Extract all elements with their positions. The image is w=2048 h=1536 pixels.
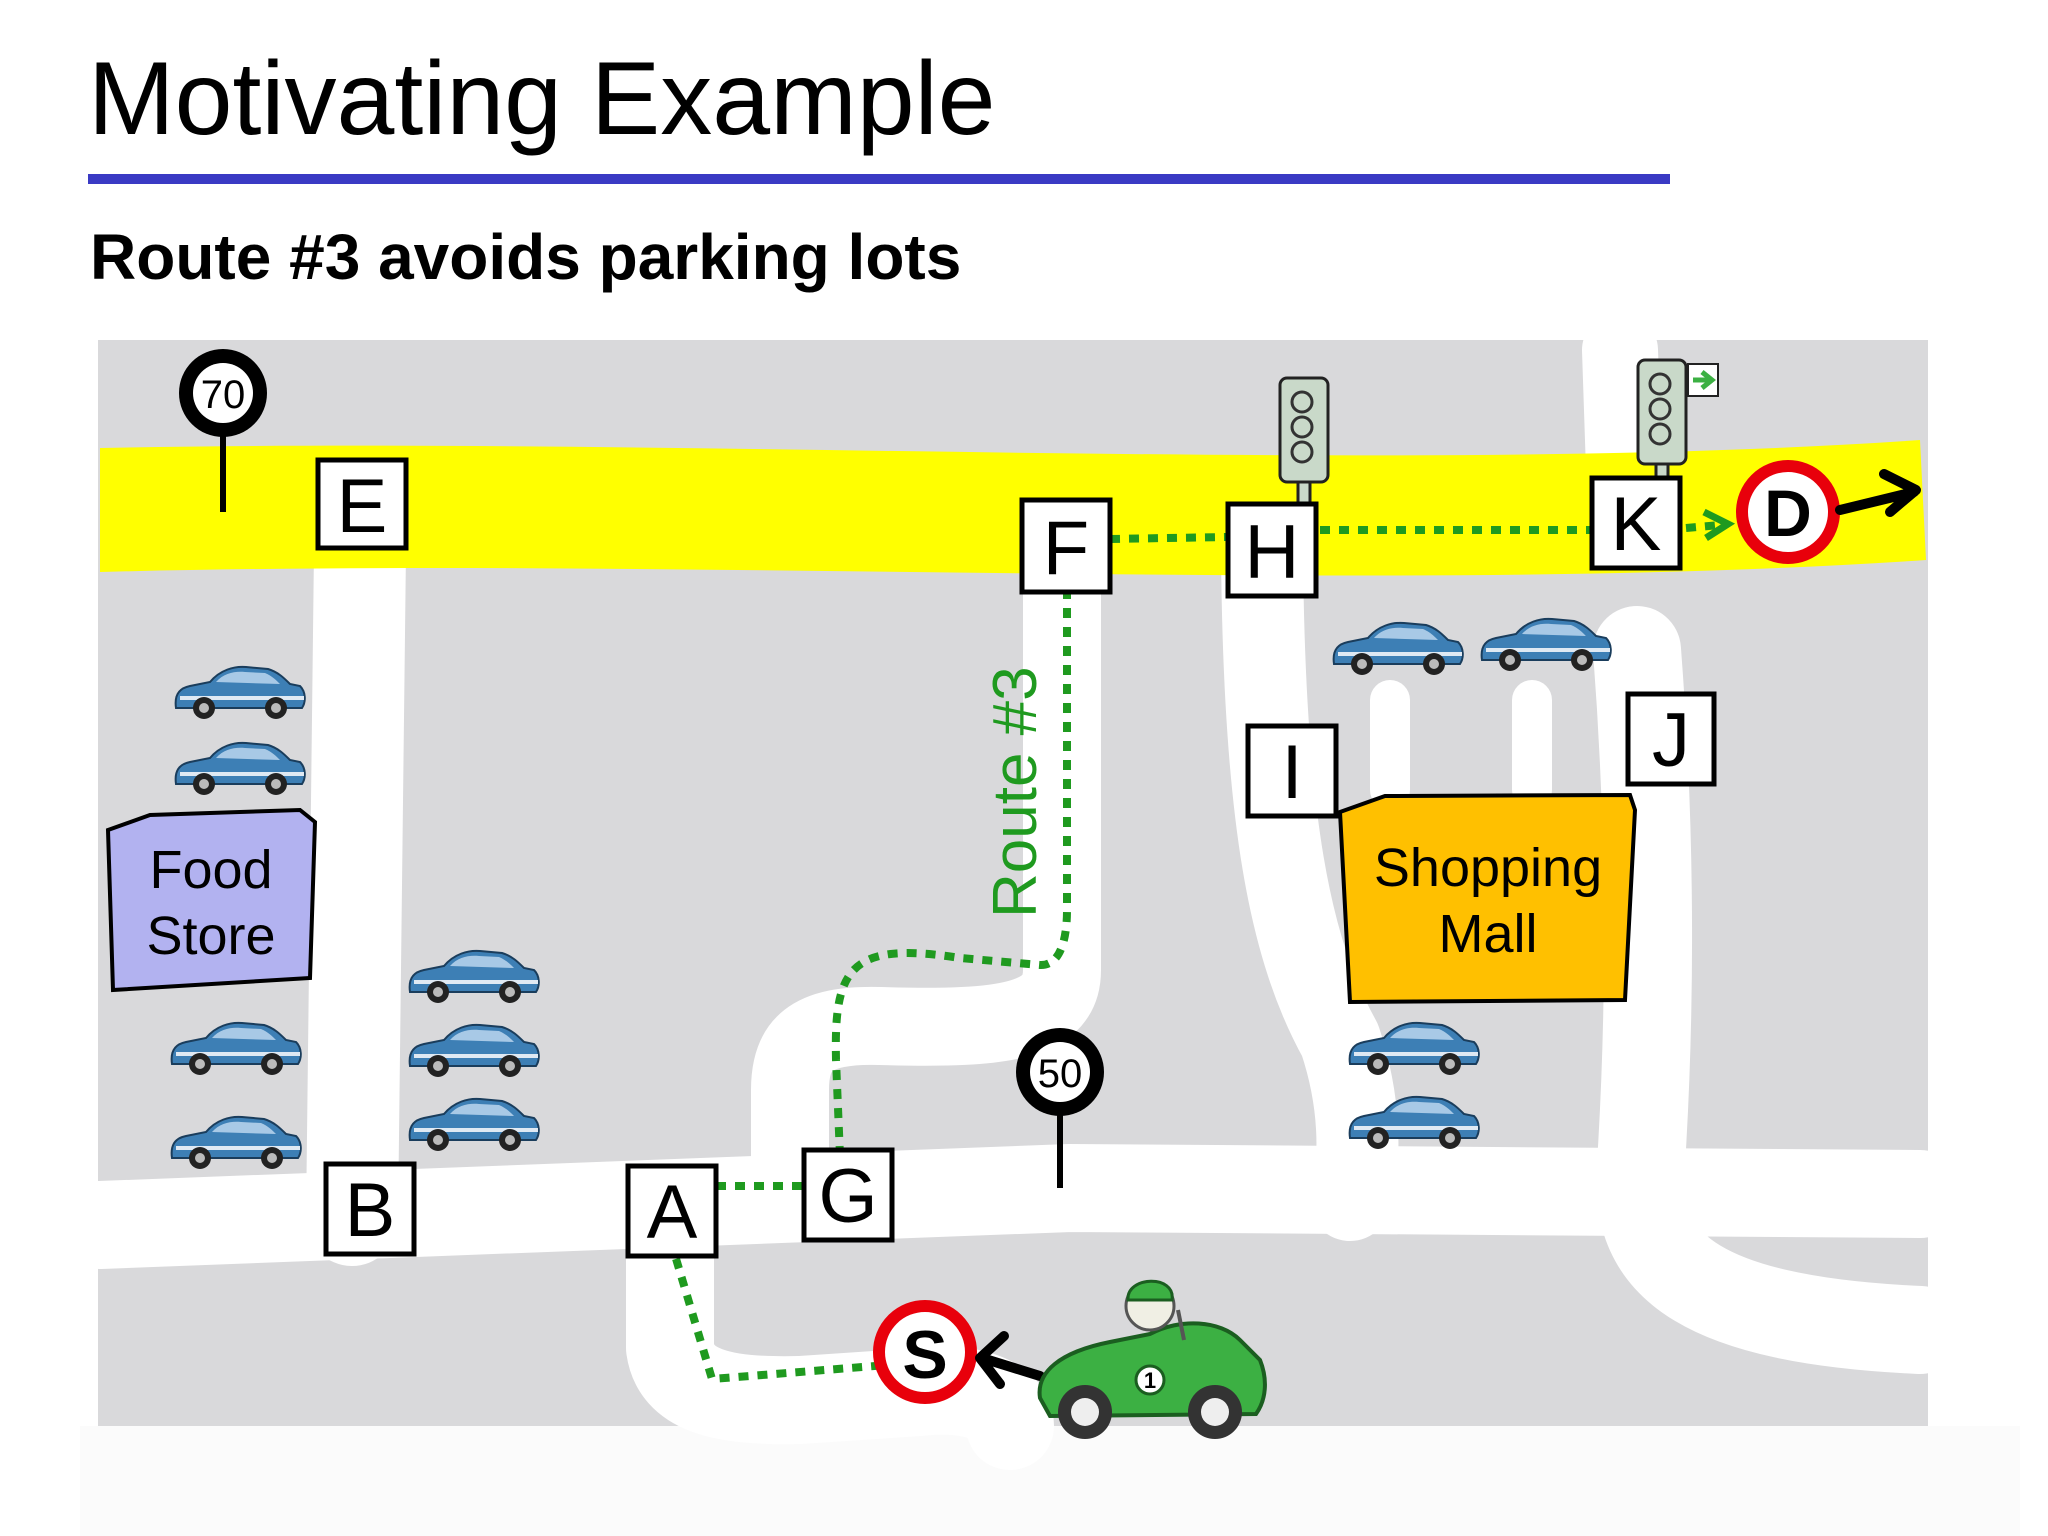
intersection-markers: E F H K I J B A	[315, 457, 1717, 1259]
svg-text:J: J	[1652, 698, 1690, 783]
title-underline	[88, 174, 1670, 184]
player-car-icon: 1	[1037, 1279, 1267, 1439]
slide-title: Motivating Example	[88, 41, 996, 157]
destination-marker: D	[1736, 460, 1840, 564]
intersection-h: H	[1225, 501, 1319, 599]
speed-limit-value: 70	[201, 373, 246, 417]
start-marker: S	[873, 1300, 977, 1404]
intersection-a: A	[625, 1163, 719, 1259]
svg-text:A: A	[647, 1170, 698, 1255]
svg-text:H: H	[1245, 510, 1300, 595]
svg-text:D: D	[1764, 476, 1812, 550]
shopping-mall: Shopping Mall	[1337, 792, 1638, 1005]
exit-arrow-icon	[1835, 469, 1921, 517]
svg-text:E: E	[337, 464, 388, 549]
svg-text:B: B	[345, 1168, 396, 1253]
route-3-label: Route #3	[981, 666, 1050, 918]
speed-limit-sign-icon: 70	[179, 349, 267, 512]
food-store: Food Store	[105, 807, 318, 993]
slide-subtitle: Route #3 avoids parking lots	[90, 221, 962, 293]
traffic-light-icon	[1636, 358, 1719, 496]
car-number: 1	[1144, 1368, 1156, 1393]
intersection-b: B	[323, 1161, 417, 1257]
speed-limit-value: 50	[1038, 1052, 1083, 1096]
food-store-label-line2: Store	[146, 906, 275, 966]
highway	[100, 440, 1926, 576]
svg-text:K: K	[1611, 482, 1662, 567]
svg-text:I: I	[1281, 730, 1302, 815]
intersection-j: J	[1625, 691, 1717, 787]
intersection-g: G	[801, 1147, 895, 1243]
speed-limit-sign-icon: 50	[1016, 1028, 1104, 1188]
svg-text:F: F	[1043, 506, 1089, 591]
svg-text:S: S	[902, 1317, 947, 1393]
start-arrow-icon	[975, 1331, 1045, 1389]
intersection-i: I	[1245, 723, 1339, 819]
svg-text:G: G	[818, 1154, 877, 1239]
route-3-path	[670, 521, 1721, 1384]
food-store-label-line1: Food	[149, 840, 272, 900]
intersection-k: K	[1589, 475, 1683, 571]
route-end-arrow	[1702, 508, 1736, 541]
shopping-mall-label-line2: Mall	[1438, 904, 1537, 964]
intersection-e: E	[315, 457, 409, 551]
slide-bottom-area	[80, 1426, 2020, 1536]
intersection-f: F	[1019, 497, 1113, 595]
shopping-mall-label-line1: Shopping	[1374, 838, 1602, 898]
